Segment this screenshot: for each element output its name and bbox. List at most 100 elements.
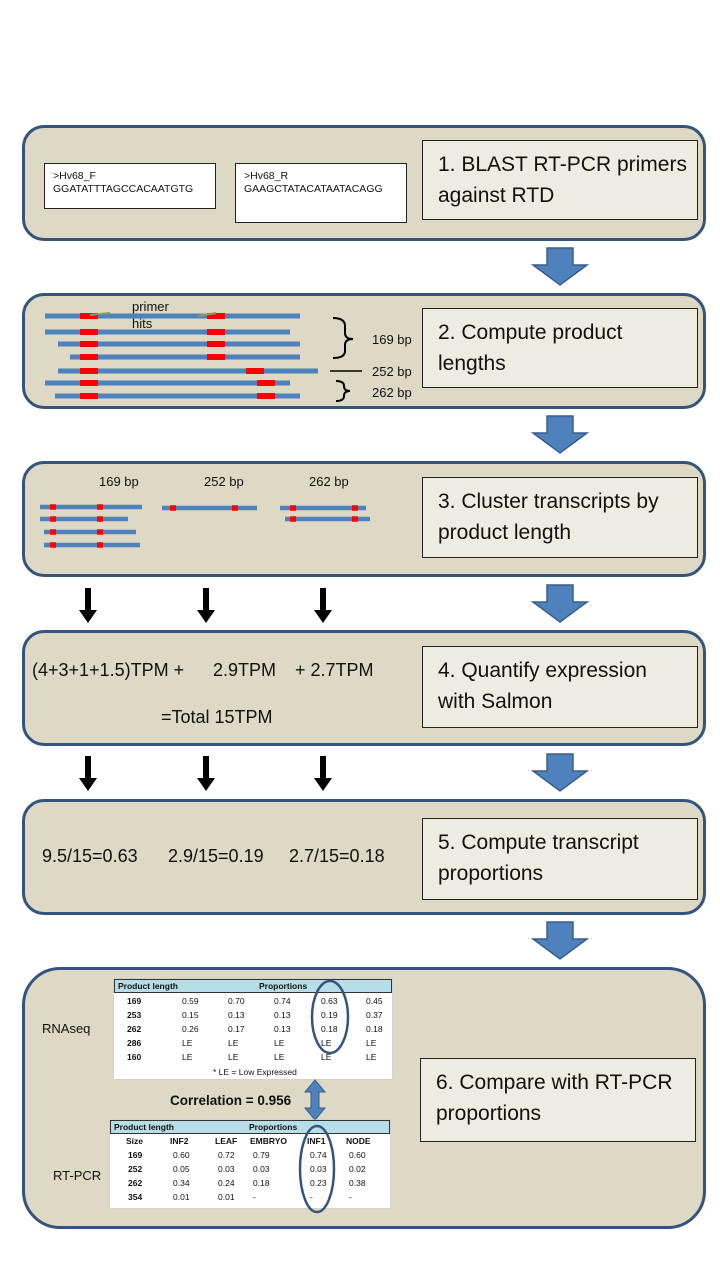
rnaseq-cell: 0.63 [321, 996, 338, 1006]
cluster-label-252: 252 bp [204, 474, 244, 489]
rnaseq-cell: LE [228, 1052, 239, 1062]
primer-hit [290, 516, 296, 522]
rtpcr-header-proportions: Proportions [249, 1122, 298, 1132]
step-3-label: 3. Cluster transcripts by product length [422, 477, 698, 558]
tpm-sum-part-3: + 2.7TPM [295, 660, 374, 680]
rtpcr-column-header: Size [126, 1136, 144, 1146]
step-6-label: 6. Compare with RT-PCR proportions [420, 1058, 696, 1142]
rtpcr-cell: 0.24 [218, 1178, 235, 1188]
rnaseq-cell: 0.13 [274, 1010, 291, 1020]
rtpcr-cell: 0.03 [253, 1164, 270, 1174]
transcript-line [40, 516, 128, 522]
rtpcr-cell: 0.72 [218, 1150, 235, 1160]
rtpcr-cell: - [349, 1192, 352, 1202]
primer-hit-marker [197, 312, 217, 317]
proportion-169: 9.5/15=0.63 [42, 846, 138, 866]
rtpcr-cell: 0.34 [173, 1178, 190, 1188]
blue-down-arrow-icon [530, 753, 590, 792]
correlation-label: Correlation = 0.956 [170, 1093, 292, 1108]
step-4-label: 4. Quantify expression with Salmon [422, 646, 698, 728]
rtpcr-cell: 0.18 [253, 1178, 270, 1188]
length-label-169: 169 bp [372, 332, 412, 347]
rnaseq-table: Product length Proportions * LE = Low Ex… [114, 979, 392, 1079]
primer-hit [50, 529, 56, 535]
step-1-label: 1. BLAST RT-PCR primers against RTD [422, 140, 698, 220]
black-down-arrow-icon [79, 756, 97, 791]
transcript-line [58, 368, 318, 374]
primer-hit [80, 329, 98, 335]
rtpcr-cell: 169 [128, 1150, 143, 1160]
rtpcr-column-header: INF2 [170, 1136, 189, 1146]
blue-down-arrow-icon [530, 415, 590, 454]
primer-hit [97, 516, 103, 522]
rtpcr-cell: 0.60 [349, 1150, 366, 1160]
rtpcr-table-header: Product length Proportions [110, 1120, 390, 1134]
primer-hit [50, 504, 56, 510]
primer-hit [50, 516, 56, 522]
rnaseq-header-proportions: Proportions [259, 981, 308, 991]
rnaseq-cell: 0.13 [228, 1010, 245, 1020]
rnaseq-cell: 0.17 [228, 1024, 245, 1034]
rnaseq-cell: 0.15 [182, 1010, 199, 1020]
primer-hit [207, 329, 225, 335]
primer-hit [97, 529, 103, 535]
transcript-alignments [45, 312, 318, 399]
transcript-line [45, 380, 290, 386]
transcript-line [40, 504, 142, 510]
rnaseq-cell: 0.18 [366, 1024, 383, 1034]
black-down-arrow-icon [314, 756, 332, 791]
rtpcr-cell: 252 [128, 1164, 143, 1174]
bracket-169 [332, 317, 354, 359]
rnaseq-cell: 0.59 [182, 996, 199, 1006]
primer-hit [257, 393, 275, 399]
blue-down-arrow-icon [530, 921, 590, 960]
rnaseq-cell: 0.13 [274, 1024, 291, 1034]
proportion-252: 2.9/15=0.19 [168, 846, 264, 866]
tpm-total: =Total 15TPM [161, 707, 273, 727]
rnaseq-cell: LE [228, 1038, 239, 1048]
primer-hit [246, 368, 264, 374]
primer-hit [80, 368, 98, 374]
transcript-line [44, 529, 136, 535]
step-5-label: 5. Compute transcript proportions [422, 818, 698, 900]
rnaseq-cell: LE [274, 1038, 285, 1048]
tpm-sum-part-1: (4+3+1+1.5)TPM + [32, 660, 185, 680]
rtpcr-column-header: EMBRYO [250, 1136, 287, 1146]
length-label-262: 262 bp [372, 385, 412, 400]
primer-hit-marker [89, 312, 111, 316]
rnaseq-cell: LE [182, 1052, 193, 1062]
primer-hit [97, 504, 103, 510]
rnaseq-cell: 286 [127, 1038, 142, 1048]
primer-hit [80, 380, 98, 386]
proportion-262: 2.7/15=0.18 [289, 846, 385, 866]
primer-hit [80, 393, 98, 399]
primer-hit [207, 313, 225, 319]
black-down-arrow-icon [314, 588, 332, 623]
rtpcr-column-header: NODE [346, 1136, 371, 1146]
transcript-line [44, 542, 140, 548]
rnaseq-cell: 262 [127, 1024, 142, 1034]
rtpcr-cell: 0.60 [173, 1150, 190, 1160]
primer-hit [80, 341, 98, 347]
transcript-line [162, 505, 257, 511]
rnaseq-cell: 0.45 [366, 996, 383, 1006]
blue-down-arrow-icon [530, 584, 590, 623]
rnaseq-cell: 160 [127, 1052, 142, 1062]
primer-hit [290, 505, 296, 511]
primer-hit [50, 542, 56, 548]
transcript-line [285, 516, 370, 522]
transcript-line [58, 341, 300, 347]
primer-hit [352, 516, 358, 522]
double-arrow-icon [303, 1079, 327, 1121]
primer-hit [207, 341, 225, 347]
forward-primer-box: >Hv68_F GGATATTTAGCCACAATGTG [44, 163, 216, 209]
primer-hit [352, 505, 358, 511]
primer-hit [80, 313, 98, 319]
rnaseq-cell: 253 [127, 1010, 142, 1020]
primer-hit [207, 354, 225, 360]
rtpcr-cell: 0.79 [253, 1150, 270, 1160]
black-down-arrow-icon [197, 588, 215, 623]
primer-hit [257, 380, 275, 386]
forward-primer-name: >Hv68_F [53, 170, 96, 182]
